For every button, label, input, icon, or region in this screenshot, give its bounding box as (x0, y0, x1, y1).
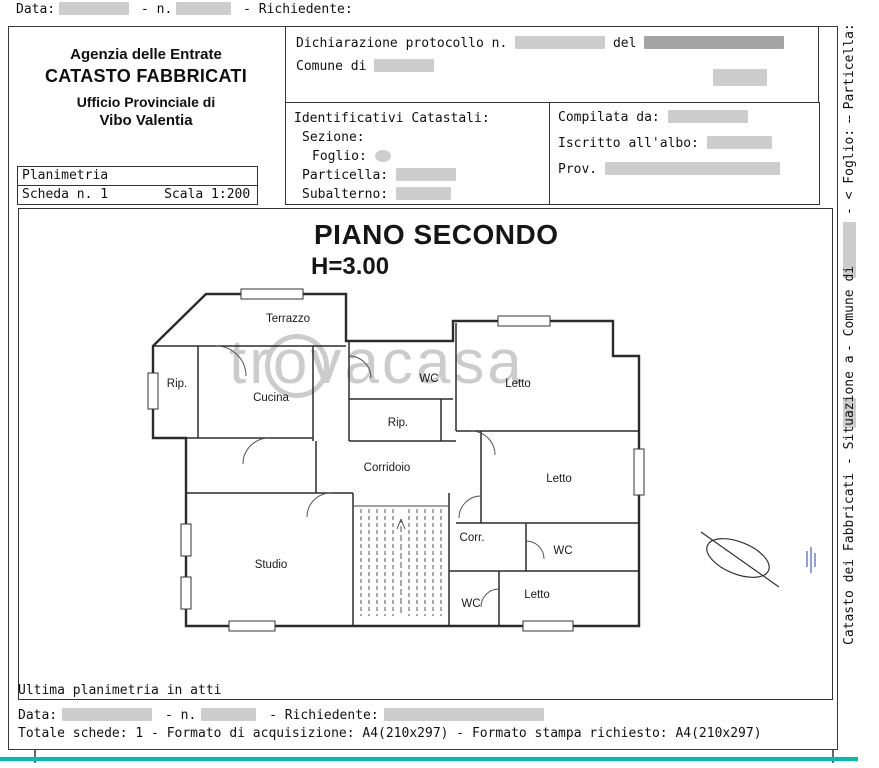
office-header: Agenzia delle Entrate CATASTO FABBRICATI… (28, 46, 264, 129)
richiedente-label: - Richiedente: (243, 2, 353, 17)
catasto-title: CATASTO FABBRICATI (44, 66, 248, 86)
data-label: Data: (16, 2, 56, 17)
foglio-row: Foglio: (294, 147, 541, 166)
redacted-margin-value-2 (843, 398, 856, 428)
redacted-albo (706, 136, 772, 149)
comune-label: Comune di (296, 59, 367, 74)
prov-label: Prov. (558, 162, 598, 177)
redacted-particella (395, 168, 456, 181)
compilata-label: Compilata da: (558, 110, 660, 125)
windows (147, 288, 645, 632)
room-label-wc-3: WC (461, 598, 480, 610)
margin-catasto: Catasto dei Fabbricati - Situazione a (842, 355, 857, 645)
agency-name: Agenzia delle Entrate (70, 46, 222, 63)
office-city: Vibo Valentia (99, 112, 193, 129)
room-label-wc-1: WC (419, 373, 438, 385)
redacted-prov (604, 162, 780, 175)
redacted-protocol-date (644, 36, 785, 49)
interior-walls (153, 323, 639, 626)
orientation-symbol (700, 531, 780, 588)
protocol-label: Dichiarazione protocollo n. (296, 36, 508, 51)
redacted-foglio (374, 150, 391, 162)
floor-title: PIANO SECONDO (314, 219, 559, 250)
sezione-label: Sezione: (302, 130, 365, 145)
redacted-protocol-number (515, 36, 606, 49)
room-label-rip-2: Rip. (388, 417, 408, 429)
foglio-label: Foglio: (312, 149, 367, 164)
scheda-label: Scheda n. 1 (22, 187, 109, 202)
data-label: Data: (18, 708, 58, 723)
redacted-richiedente (383, 708, 544, 721)
exterior-walls (151, 292, 641, 628)
comune-line: Comune di (296, 59, 808, 74)
compilata-row: Compilata da: (558, 110, 810, 125)
room-label-corridoio: Corridoio (364, 462, 411, 474)
number-label: - n. (164, 708, 197, 723)
room-label-letto-1: Letto (505, 378, 531, 390)
albo-label: Iscritto all'albo: (558, 136, 699, 151)
room-label-studio: Studio (255, 559, 288, 571)
margin-comune: - Comune di (842, 265, 857, 352)
identificativi-title: Identificativi Catastali: (294, 111, 490, 126)
redacted-extra-value (713, 69, 767, 86)
margin-particella: - Particella: (842, 23, 857, 125)
crop-mark-left (34, 750, 36, 763)
crop-mark-right (832, 750, 834, 763)
door-swings (215, 345, 545, 608)
scheda-row: Scheda n. 1 Scala 1:200 (18, 186, 257, 203)
richiedente-label: - Richiedente: (269, 708, 379, 723)
staircase (353, 505, 449, 616)
sezione-row: Sezione: (294, 128, 541, 147)
protocol-box: Dichiarazione protocollo n. del Comune d… (285, 26, 819, 102)
particella-row: Particella: (294, 166, 541, 185)
room-label-corr: Corr. (460, 532, 485, 544)
room-label-letto-3: Letto (524, 589, 550, 601)
scanner-edge-line (0, 757, 858, 761)
redacted-subalterno (395, 187, 451, 200)
subalterno-label: Subalterno: (302, 187, 389, 202)
room-label-wc-2: WC (553, 545, 572, 557)
redacted-date (62, 708, 153, 721)
totale-schede-line: Totale schede: 1 - Formato di acquisizio… (18, 726, 762, 741)
floor-plan-drawing: Terrazzo Rip. Cucina WC Letto Rip. Corri… (147, 288, 816, 632)
redacted-margin-value-1 (843, 222, 856, 278)
subalterno-row: Subalterno: (294, 185, 541, 204)
room-label-cucina: Cucina (253, 392, 289, 404)
albo-row: Iscritto all'albo: (558, 136, 810, 151)
redacted-number (176, 2, 232, 15)
room-label-rip-1: Rip. (167, 378, 187, 390)
redacted-compilata (667, 110, 748, 123)
compilata-box: Compilata da: Iscritto all'albo: Prov. (549, 102, 820, 205)
redacted-number (201, 708, 257, 721)
planimetria-title: Planimetria (18, 167, 257, 186)
redacted-date (59, 2, 130, 15)
del-label: del (612, 36, 637, 51)
number-label: - n. (140, 2, 173, 17)
prov-row: Prov. (558, 162, 810, 177)
room-label-letto-2: Letto (546, 473, 572, 485)
ultima-planimetria-note: Ultima planimetria in atti (18, 683, 222, 698)
margin-foglio: - < Foglio: - (842, 113, 857, 215)
room-label-terrazzo: Terrazzo (266, 313, 310, 325)
floor-plan-area: PIANO SECONDO H=3.00 trovacasa (18, 208, 833, 700)
particella-label: Particella: (302, 168, 389, 183)
scala-label: Scala 1:200 (164, 187, 251, 202)
floor-height: H=3.00 (311, 253, 390, 280)
identificativi-box: Identificativi Catastali: Sezione: Fogli… (285, 102, 550, 205)
top-data-line: Data: - n. - Richiedente: (16, 2, 357, 17)
redacted-comune (374, 59, 435, 72)
planimetria-box: Planimetria Scheda n. 1 Scala 1:200 (17, 166, 258, 205)
protocol-line: Dichiarazione protocollo n. del (296, 36, 808, 51)
office-line: Ufficio Provinciale di (76, 94, 216, 110)
bottom-data-line: Data: - n. - Richiedente: (18, 708, 549, 723)
handwritten-note (806, 547, 816, 573)
